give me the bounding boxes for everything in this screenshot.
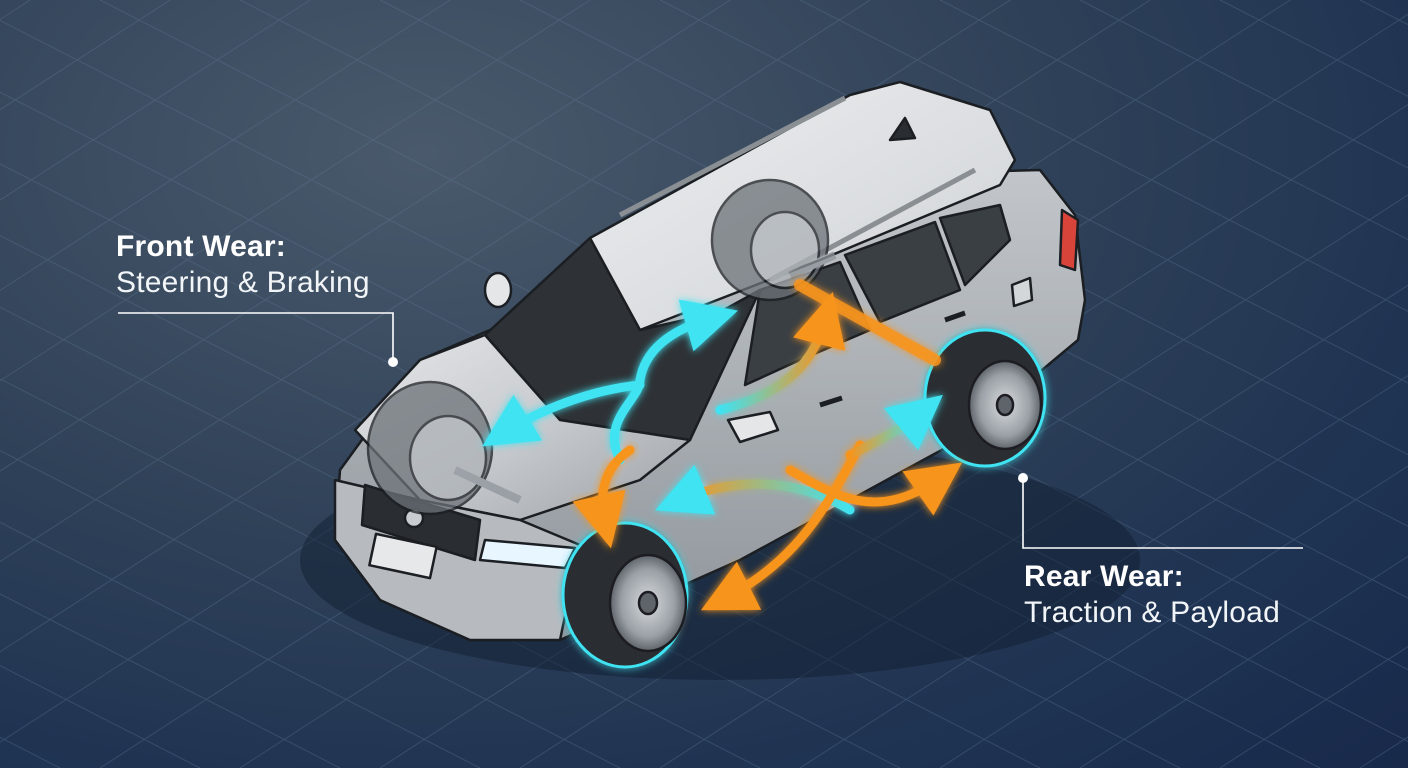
tail-light <box>1058 208 1080 272</box>
grid-line <box>0 593 341 768</box>
grid-line <box>0 521 481 768</box>
arrow-payload-upper <box>845 394 943 460</box>
callout-lines <box>118 312 1303 549</box>
grid-line <box>1079 0 1408 169</box>
grid-line <box>519 0 1408 456</box>
rear-right-tire <box>923 328 1047 468</box>
side-window-quarter <box>938 203 1012 287</box>
rear-wear-title: Rear Wear: <box>1024 560 1184 593</box>
grid-line <box>0 665 201 768</box>
grid-line <box>939 465 1408 768</box>
grid-line <box>1219 0 1408 97</box>
front-wear-subtitle: Steering & Braking <box>116 266 370 299</box>
grid-line <box>0 234 1041 768</box>
rear-wear-subtitle: Traction & Payload <box>1024 596 1280 629</box>
grid-line <box>0 0 732 472</box>
fuel-door <box>1010 276 1034 308</box>
arrow-steering-left <box>482 380 645 447</box>
roof-rail-left <box>618 95 847 218</box>
license-plate <box>368 532 438 580</box>
grid-line <box>1079 555 1408 768</box>
arrow-payload-lower <box>700 440 865 611</box>
grid-line <box>0 0 592 382</box>
rear-left-tire-ghost <box>710 178 837 302</box>
grid-line <box>939 0 1408 241</box>
arrow-traction-forward <box>785 462 963 516</box>
headlight <box>478 538 577 570</box>
grid-line <box>0 0 200 768</box>
grid-line <box>1359 0 1408 26</box>
side-mirror-right <box>726 410 780 444</box>
grid-line <box>799 0 1408 312</box>
grid-line <box>0 449 621 768</box>
grid-line <box>379 0 1408 527</box>
grid-line <box>659 284 1408 768</box>
door-handle-front <box>819 395 843 408</box>
grid-line <box>1359 736 1408 768</box>
arrow-load-transfer <box>794 279 941 366</box>
rear-wear-label: Rear Wear: Traction & Payload <box>1024 560 1280 630</box>
front-callout-line <box>118 312 394 360</box>
front-wear-label: Front Wear: Steering & Braking <box>116 230 370 300</box>
rear-callout-line <box>1022 480 1303 549</box>
force-arrows <box>482 279 963 611</box>
side-mirror-left <box>483 271 513 309</box>
grid-line <box>0 0 872 563</box>
shark-fin-antenna <box>888 116 917 142</box>
front-left-tire-ghost <box>366 380 522 516</box>
front-wear-title: Front Wear: <box>116 230 286 263</box>
grid-line <box>0 0 452 292</box>
arrow-steering-up <box>609 299 738 465</box>
arrow-braking-up <box>715 291 846 415</box>
grid-line <box>799 375 1408 768</box>
door-handle-rear <box>944 310 966 323</box>
rear-callout-dot <box>1018 473 1028 483</box>
arrow-braking-down <box>572 445 635 549</box>
grid-line <box>1219 646 1408 768</box>
grid-line <box>519 194 1408 768</box>
front-callout-dot <box>388 357 398 367</box>
side-window-rear <box>843 220 962 324</box>
front-right-tire <box>561 521 689 669</box>
